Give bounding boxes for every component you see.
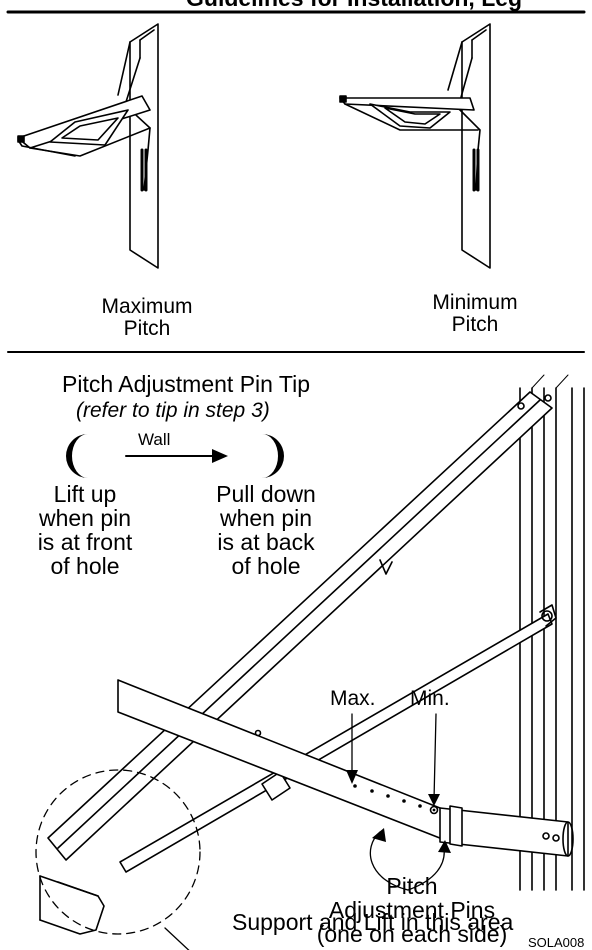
min-pitch-awning-illustration [339,23,491,269]
pins-caption: Pitch Adjustment Pins (one on each side) [282,873,542,948]
wall-label: Wall [138,430,171,449]
lift-up-caption: Lift up when pin is at front of hole [20,482,150,579]
pull-down-caption-line4: of hole [231,553,301,580]
min-pitch-caption-line2: Pitch [451,313,499,337]
support-caption: Support and Lift in this area [232,909,514,935]
min-leader [433,713,437,801]
pin-tip-title: Pitch Adjustment Pin Tip [62,371,311,397]
pin-back-of-hole-icon [262,434,284,478]
pull-down-caption-line3: is at back [217,529,315,556]
pull-down-caption: Pull down when pin is at back of hole [196,482,336,579]
pin-tip-subtitle: (refer to tip in step 3) [76,399,270,422]
support-arm-illustration [119,604,557,873]
pull-down-caption-line1: Pull down [216,481,316,507]
pins-caption-line2: Adjustment Pins [328,897,496,924]
max-pitch-caption: Maximum Pitch [82,295,212,341]
pitch-arm-illustration [117,679,574,857]
support-area-circle [35,769,201,935]
pull-down-caption-line2: when pin [219,505,313,532]
lead-rail-illustration [39,875,105,935]
pin-front-of-hole-icon [66,434,88,478]
max-pitch-caption-line1: Maximum [101,295,193,318]
pins-caption-line3: (one on each side) [316,921,508,948]
lift-up-caption-line4: of hole [50,553,120,580]
lift-up-caption-line3: is at front [37,529,133,556]
max-hole-label: Max. [330,687,376,710]
rafter-arm-illustration [47,391,553,861]
page-title: Guidelines for Installation, Leg [186,0,522,10]
figure-code: SOLA008 [528,935,585,950]
support-area-leader [164,927,190,950]
max-pitch-caption-line2: Pitch [123,317,171,341]
min-pitch-caption-line1: Minimum [432,291,518,314]
lift-up-caption-line2: when pin [38,505,132,532]
max-pitch-awning-illustration [17,23,159,269]
pins-caption-line1: Pitch [386,873,438,899]
lift-up-caption-line1: Lift up [53,481,117,507]
min-pitch-caption: Minimum Pitch [410,291,540,337]
pin-tip-symbols [66,434,284,478]
min-hole-label: Min. [410,687,450,710]
